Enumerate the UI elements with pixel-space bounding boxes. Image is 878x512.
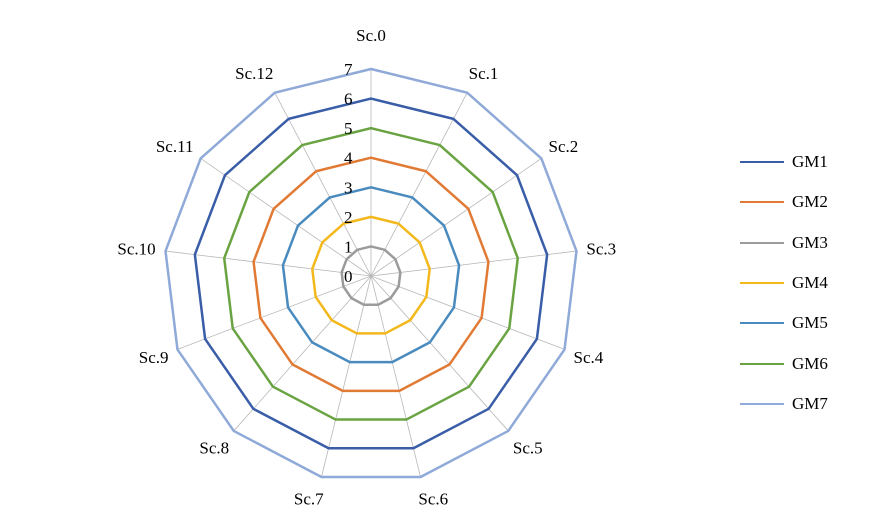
legend-swatch	[740, 402, 784, 405]
tick-label: 2	[344, 208, 353, 227]
category-label: Sc.0	[356, 26, 386, 45]
tick-label: 7	[344, 60, 353, 79]
grid-spoke	[165, 250, 372, 277]
grid-spoke	[370, 275, 509, 432]
legend-label: GM3	[792, 232, 828, 252]
legend-item-gm5: GM5	[740, 303, 828, 343]
legend-item-gm2: GM2	[740, 182, 828, 222]
legend-item-gm7: GM7	[740, 384, 828, 424]
legend-swatch	[740, 241, 784, 244]
category-label: Sc.7	[294, 489, 324, 508]
legend-label: GM1	[792, 152, 828, 172]
grid-spoke	[370, 92, 468, 277]
category-label: Sc.3	[586, 239, 616, 258]
legend-item-gm4: GM4	[740, 263, 828, 303]
legend-swatch	[740, 362, 784, 365]
grid-spoke	[274, 92, 372, 277]
series-line-gm4	[311, 215, 431, 335]
grid-spoke	[370, 275, 421, 478]
grid-spoke	[233, 275, 372, 432]
category-label: Sc.4	[574, 348, 604, 367]
radar-tick-labels: 0 1 2 3 4 5 6 7	[344, 60, 353, 286]
tick-label: 0	[344, 267, 353, 286]
series-line-gm2	[252, 156, 490, 393]
tick-label: 5	[344, 119, 353, 138]
series-line-gm6	[222, 126, 520, 421]
legend-label: GM2	[792, 192, 828, 212]
tick-label: 4	[344, 149, 353, 168]
series-line-gm5	[281, 186, 461, 364]
series-line-gm1	[193, 97, 549, 450]
grid-spoke	[321, 275, 372, 478]
category-label: Sc.9	[139, 348, 169, 367]
legend-label: GM6	[792, 353, 828, 373]
category-label: Sc.10	[117, 239, 155, 258]
category-label: Sc.11	[156, 137, 194, 156]
legend-swatch	[740, 161, 784, 164]
grid-spoke	[370, 275, 565, 350]
legend-label: GM4	[792, 273, 828, 293]
category-label: Sc.6	[418, 489, 448, 508]
category-label: Sc.5	[513, 438, 543, 457]
series-line-gm7	[164, 67, 578, 479]
grid-spoke	[200, 158, 372, 277]
radar-series	[164, 67, 578, 479]
series-line-gm3	[340, 245, 402, 306]
grid-spoke	[370, 158, 542, 277]
category-label: Sc.12	[235, 64, 273, 83]
tick-label: 3	[344, 178, 353, 197]
grid-spoke	[177, 275, 372, 350]
radar-category-labels: Sc.0Sc.1Sc.2Sc.3Sc.4Sc.5Sc.6 Sc.7 Sc.8 Sc.9…	[117, 26, 616, 508]
legend-swatch	[740, 201, 784, 204]
legend-swatch	[740, 282, 784, 285]
legend-swatch	[740, 322, 784, 325]
legend-item-gm6: GM6	[740, 343, 828, 383]
category-label: Sc.2	[549, 137, 579, 156]
legend-item-gm3: GM3	[740, 223, 828, 263]
grid-spoke	[370, 250, 577, 277]
legend-item-gm1: GM1	[740, 142, 828, 182]
legend-label: GM7	[792, 393, 828, 413]
category-label: Sc.8	[199, 438, 229, 457]
tick-label: 6	[344, 90, 353, 109]
tick-label: 1	[344, 237, 353, 256]
legend-label: GM5	[792, 313, 828, 333]
category-label: Sc.1	[469, 64, 499, 83]
